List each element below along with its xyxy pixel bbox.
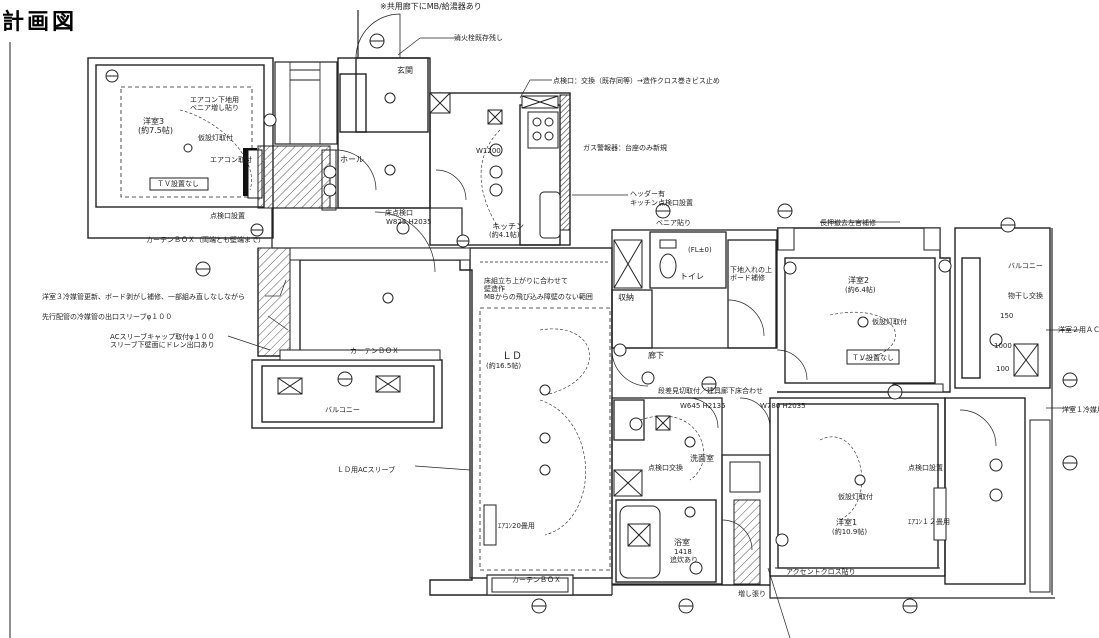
note-tenken-3: 点検口設置 [210,212,245,220]
note-floor-tenken: 床点検口 [385,209,413,217]
dim-w1200: W1200 [476,147,501,155]
room-kitchen-size: (約4.1帖) [489,231,520,239]
plan-title: 計画図 [2,10,78,35]
room-hall-name: ホール [340,155,364,164]
room-yoshitsu2-name: 洋室2 [848,276,870,285]
dim-w825: W825 H2035 [386,218,432,226]
tv-none-3: ＴＶ設置なし [157,180,199,188]
note-gas: ガス警報器：台座のみ新規 [583,144,667,152]
note-ld-floor: 床組立ち上がりに合わせて [484,277,568,285]
curtain-box-bottom-label: カーテンＢＯＸ [512,576,561,584]
room-yoshitsu3-name: 洋室3 [143,117,165,126]
room-ld-size: (約16.5帖) [486,362,522,370]
note-mono-hoshi: 物干し交換 [1008,292,1043,300]
room-yoshitsu3-size: (約7.5帖) [138,126,173,135]
note-aircon-sleeve2: ベニア増し貼り [190,104,239,112]
note-tsuikiki: 追炊あり [670,556,698,564]
room-balcony-right-name: バルコニー [1008,262,1043,270]
note-aircon-3-pipe: 洋室３冷媒管更新、ボード剥がし補修、一部組み直しなしながら [42,293,245,301]
note-shita-taaki2: ボード補修 [730,274,765,282]
note-fire-detector: 消火栓既存残し [454,34,503,42]
curtain-box-ld-label: カーテンＢＯＸ [350,347,399,355]
note-kari-light-3: 仮設灯取付 [198,134,233,142]
room-yoshitsu1-size: (約10.9帖) [832,528,868,536]
note-aircon-sleeve: エアコン下地用 [190,96,239,104]
note-step-diff: 段差見切取付／建具廊下床合わせ [658,387,763,395]
note-shita-taaki: 下地入れの上 [730,266,772,274]
section-markers [105,33,1078,614]
note-masu: 増し張り [738,590,766,598]
room-toilet-name: トイレ [680,272,704,281]
dim-w645: W645 H2135 [680,402,726,410]
dim-w780: W780 H2035 [760,402,806,410]
note-ac-sleeve-cap: ACスリーブキャップ取付φ１００ [110,333,215,341]
dim-w1000: 1000 [994,342,1012,350]
room-yokushitsu-size: 1418 [674,548,692,556]
note-kari-light-2: 仮設灯取付 [872,318,907,326]
note-yoshitsu2-ac: 洋室２用ＡＣ [1058,326,1099,334]
room-yokushitsu-name: 浴室 [674,538,690,547]
note-kitchen-tenken: キッチン点検口設置 [630,199,693,207]
note-veneer: ベニア貼り [656,219,691,227]
note-long-wood: 長押撤去左官補修 [820,219,876,227]
note-aircon-20: ｴｱｺﾝ20畳用 [498,522,535,530]
room-genkan-name: 玄関 [397,66,413,75]
note-aircon-mount: エアコン取付 [210,156,252,164]
note-tenken-1: 点検口設置 [908,464,943,472]
room-ld-name: ＬＤ [502,351,522,362]
dim-w100: 100 [996,365,1010,373]
dim-w150: 150 [1000,312,1014,320]
room-senmenshitsu-name: 洗面室 [690,454,714,463]
room-yoshitsu2-size: (約6.4帖) [845,286,876,294]
note-accent-cloth: アクセントクロス貼り [786,568,856,576]
note-tenken-toilet: 点検口交換 [648,464,683,472]
note-sleeve-100: 先行配管の冷媒管の出口スリーブφ１００ [42,313,173,321]
note-header: ヘッダー有 [630,190,665,198]
note-ld-floor3: MBからの飛び込み障壁のない範囲 [484,293,593,301]
note-ld-ac-sleeve: ＬＤ用ACスリーブ [337,466,396,474]
note-aircon-12: ｴｱｺﾝ１２畳用 [908,518,950,526]
note-kari-light-1: 仮設灯取付 [838,493,873,501]
note-tenken-kitchen: 点検口：交換（既存同等）→造作クロス巻きビス止め [553,77,720,85]
tv-none-2: ＴＶ設置なし [852,354,894,362]
light-fixtures [183,92,1003,575]
room-balcony-left-name: バルコニー [325,406,360,414]
note-ld-floor2: 壁造作 [484,285,505,293]
note-curtain-box-top: カーテンＢＯＸ（両端とも壁端まで） [146,236,265,244]
top-note: ※共用廊下にMB/給湯器あり [380,2,482,11]
hatched-closet [257,145,331,209]
note-sleeve-drain: スリーブ下壁面にドレン出口あり [110,341,215,349]
note-yoshitsu1-ac: 洋室１冷媒用 [1062,406,1099,414]
room-shuno-name: 収納 [618,293,634,302]
note-fl0: (FL±0) [688,246,712,254]
room-yoshitsu1-name: 洋室1 [836,518,858,527]
room-roka-name: 廊下 [648,351,664,360]
room-kitchen-name: キッチン [492,222,524,231]
